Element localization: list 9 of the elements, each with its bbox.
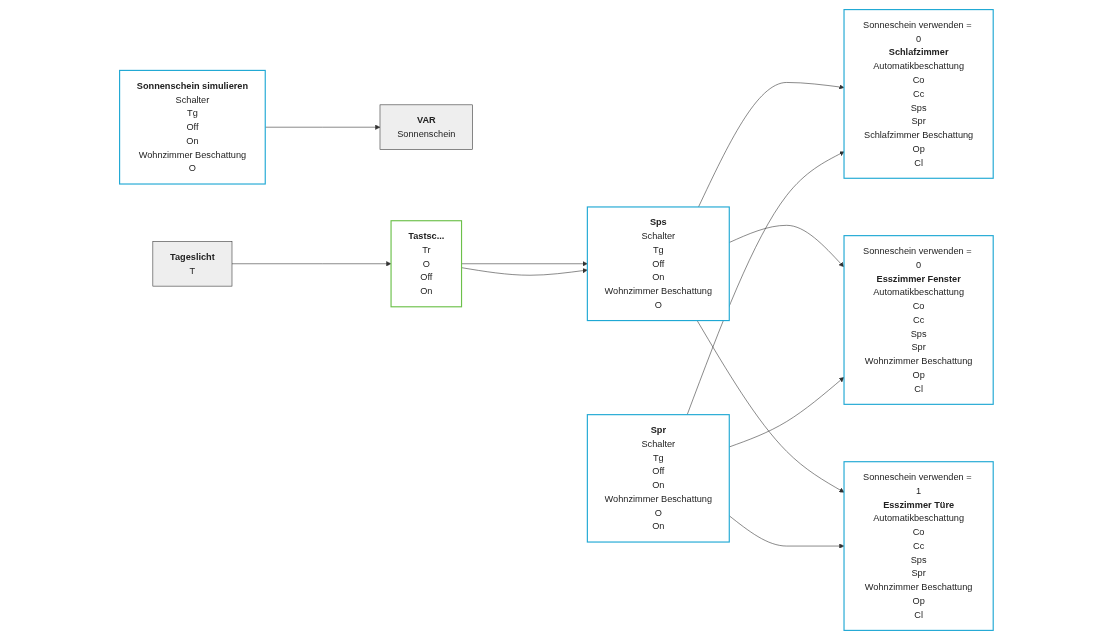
node-box: Sonneschein verwenden = 0 Schlafzimmer Automatikbeschattung Co Cc Sps Spr Schlafzimmer Beschattung Op Cl	[843, 8, 994, 179]
node-box: Tastsc... Tr O Off On	[390, 219, 463, 307]
node-box: Sonnenschein simulieren Schalter Tg Off On Wohnzimmer Beschattung O	[119, 69, 266, 185]
node-box: VAR Sonnenschein	[379, 104, 473, 150]
node-box: Sonneschein verwenden = 1 Esszimmer Türe Automatikbeschattung Co Cc Sps Spr Wohnzimmer Beschattung Op Cl	[843, 460, 994, 631]
node-box: Spr Schalter Tg Off On Wohnzimmer Beschattung O On	[586, 413, 730, 543]
node-box: Sonneschein verwenden = 0 Esszimmer Fenster Automatikbeschattung Co Cc Sps Spr Wohnzimmer Beschattung Op Cl	[843, 234, 994, 405]
node-box: Sps Schalter Tg Off On Wohnzimmer Beschattung O	[586, 205, 730, 321]
node-box: Tageslicht T	[152, 240, 233, 286]
